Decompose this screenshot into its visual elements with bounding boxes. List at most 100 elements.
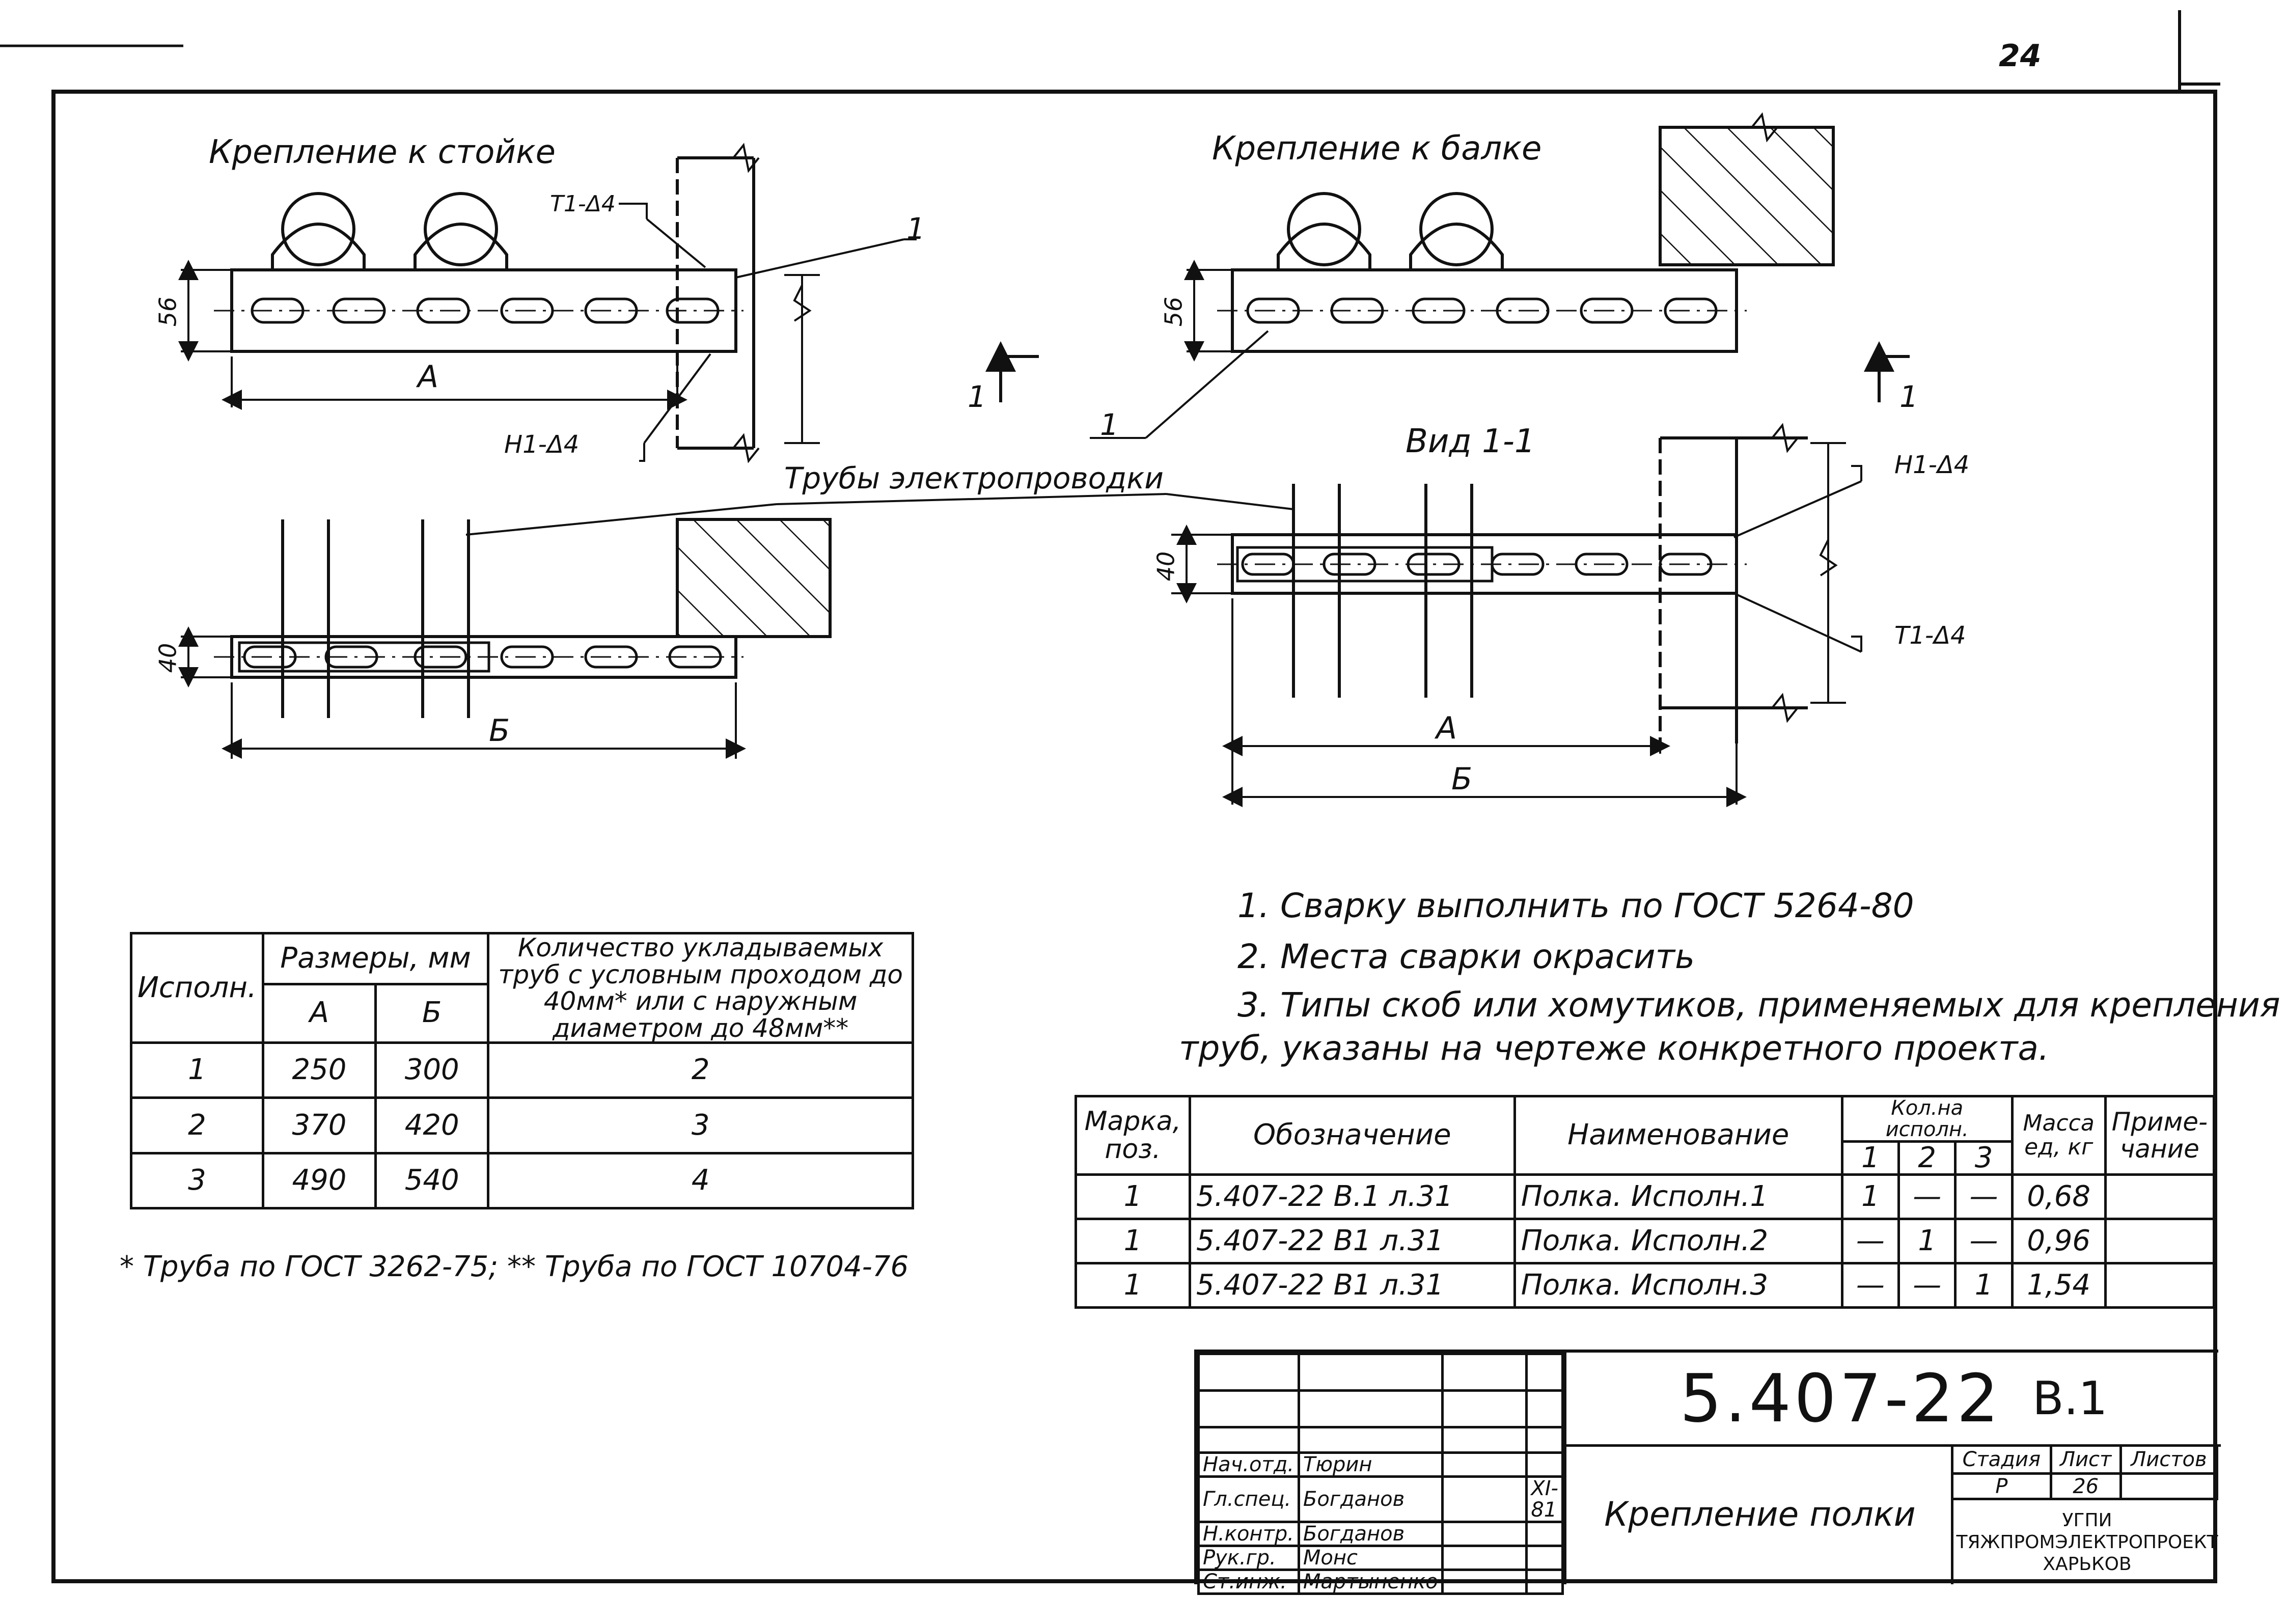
cell-desig: 5.407-22 В1 л.31 [1188,1262,1516,1309]
section-mark-right: 1 [1899,379,1918,414]
cell-mark: 1 [1075,1262,1191,1309]
cell-desig: 5.407-22 В1 л.31 [1188,1218,1516,1264]
cell-q2: — [1897,1262,1957,1309]
signature [1441,1568,1528,1595]
dim-40-view: 40 [1152,551,1180,582]
beam-view-title: Крепление к балке [1212,130,1542,168]
approval-name: Монс [1297,1545,1444,1571]
cell-mark: 1 [1075,1218,1191,1264]
sizes-header-ispoln: Исполн. [130,932,264,1044]
sizes-table: Исполн. Размеры, мм Количество укладывае… [130,932,914,1210]
dim-A-post: А [418,359,439,395]
org-line: УГПИ [2062,1509,2112,1531]
spec-header-qty: Кол.на исполн. [1840,1095,2014,1143]
signature [1441,1521,1528,1547]
approval-role: Ст.инж. [1197,1568,1300,1595]
stage-value: Р [1951,1472,2052,1500]
spec-header-q1: 1 [1840,1140,1901,1176]
spec-header-name: Наименование [1513,1095,1843,1176]
approval-row: Н.контр. Богданов [1197,1521,1564,1547]
approval-role: Гл.спец. [1197,1475,1300,1523]
spec-header-q2: 2 [1897,1140,1957,1176]
approval-date: XI-81 [1525,1475,1564,1523]
approval-row: Рук.гр. Монс [1197,1545,1564,1571]
sheet-number: 24 [1999,38,2042,74]
stage-label: Стадия [1951,1444,2052,1475]
pos1-label-post: 1 [906,211,925,246]
note-2: 2. Места сварки окрасить [1237,937,1695,976]
stage-grid: Стадия Лист Листов Р 26 [1951,1444,2219,1500]
weld-t1-post: Т1-Δ4 [550,191,616,217]
org-line: ХАРЬКОВ [2043,1554,2132,1575]
sizes-header-a: А [261,982,377,1044]
view-1-1 [1217,423,1808,744]
cell-qty: 2 [487,1041,914,1099]
dim-B-view: Б [1451,761,1473,797]
approval-role: Нач.отд. [1197,1451,1300,1478]
post-plan [214,518,832,718]
table-row: 1 5.407-22 В1 л.31 Полка. Исполн.2 — 1 —… [1075,1218,2216,1264]
sheet-label: Лист [2049,1444,2122,1475]
dim-40-plan: 40 [154,643,182,673]
cell-q3: — [1954,1173,2014,1220]
cell-ispoln: 3 [130,1151,264,1210]
section-marks [985,341,1910,402]
approval-row: Ст.инж. Мартыненко [1197,1568,1564,1595]
drawing-title: Крепление полки [1564,1444,1953,1584]
approval-row: Нач.отд. Тюрин [1197,1451,1564,1478]
sizes-header-sizes: Размеры, мм [261,932,490,985]
cell-a: 250 [261,1041,377,1099]
cell-a: 490 [261,1151,377,1210]
cell-b: 420 [374,1096,490,1154]
cell-a: 370 [261,1096,377,1154]
spec-table: Марка, поз. Обозначение Наименование Кол… [1075,1095,2216,1309]
table-row: 1 5.407-22 В1 л.31 Полка. Исполн.3 — — 1… [1075,1262,2216,1309]
approval-name: Мартыненко [1297,1568,1444,1595]
cell-note [2104,1173,2216,1220]
cell-b: 540 [374,1151,490,1210]
spec-header-q3: 3 [1954,1140,2014,1176]
cell-ispoln: 2 [130,1096,264,1154]
approval-role: Рук.гр. [1197,1545,1300,1571]
drawing-code: 5.407-22 [1679,1360,2002,1437]
approval-name: Богданов [1297,1475,1444,1523]
pos1-label-beam: 1 [1100,407,1119,442]
cell-q1: 1 [1840,1173,1901,1220]
cell-qty: 4 [487,1151,914,1210]
dim-56-beam: 56 [1160,296,1188,327]
sheet-frame [0,10,2220,1583]
spec-header-note: Приме-чание [2104,1095,2216,1176]
sheet-value: 26 [2049,1472,2122,1500]
approval-row: Гл.спец. Богданов XI-81 [1197,1475,1564,1523]
cell-desig: 5.407-22 В.1 л.31 [1188,1173,1516,1220]
signature [1441,1545,1528,1571]
beam-elevation-dims [1090,260,1269,439]
dim-B-plan: Б [489,713,510,749]
cell-q1: — [1840,1218,1901,1264]
cell-name: Полка. Исполн.3 [1513,1262,1843,1309]
spec-header-mass: Масса ед, кг [2010,1095,2107,1176]
approval-role: Н.контр. [1197,1521,1300,1547]
post-elevation-dims [178,203,917,462]
cell-qty: 3 [487,1096,914,1154]
cell-mark: 1 [1075,1173,1191,1220]
approval-name: Тюрин [1297,1451,1444,1478]
view-1-1-dims [1171,442,1862,807]
org-line: ТЯЖПРОМЭЛЕКТРОПРОЕКТ [1956,1531,2218,1553]
organization: УГПИ ТЯЖПРОМЭЛЕКТРОПРОЕКТ ХАРЬКОВ [1951,1500,2221,1584]
cell-q1: — [1840,1262,1901,1309]
table-row: 1 250 300 2 [130,1041,914,1099]
weld-h1-view: Н1-Δ4 [1894,451,1970,479]
table-row: 1 5.407-22 В.1 л.31 Полка. Исполн.1 1 — … [1075,1173,2216,1220]
section-mark-left: 1 [968,379,986,414]
cell-q2: 1 [1897,1218,1957,1264]
designation-cell: 5.407-22 В.1 [1564,1353,2221,1447]
cell-mass: 1,54 [2010,1262,2107,1309]
spec-header-desig: Обозначение [1188,1095,1516,1176]
dim-56-post: 56 [154,296,182,327]
signature [1441,1451,1528,1478]
section-view-title: Вид 1-1 [1406,423,1535,460]
beam-elevation [1217,112,1835,353]
sheets-label: Листов [2119,1444,2219,1475]
